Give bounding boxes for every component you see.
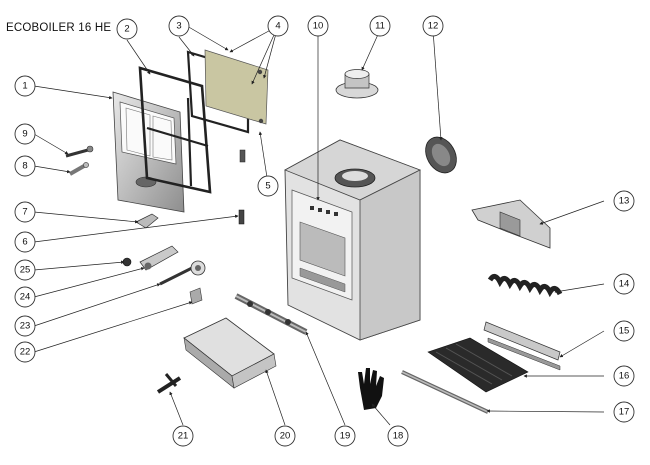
glass-clip-part <box>239 149 246 163</box>
svg-text:16: 16 <box>619 371 630 382</box>
svg-text:12: 12 <box>428 21 439 32</box>
svg-text:3: 3 <box>176 21 181 32</box>
callout-12: 12 <box>422 15 444 37</box>
handle-part <box>65 145 94 176</box>
callout-20: 20 <box>274 425 296 447</box>
svg-text:11: 11 <box>375 21 385 32</box>
callout-4: 4 <box>267 15 289 37</box>
blanking-plate-part <box>425 136 457 174</box>
svg-text:24: 24 <box>20 292 31 303</box>
callouts: 1 2 3 4 5 6 7 8 9 10 11 12 13 14 15 16 1… <box>14 15 635 447</box>
svg-text:22: 22 <box>20 347 31 358</box>
knob-part <box>122 257 132 267</box>
grate-coil-part <box>487 274 563 298</box>
callout-3: 3 <box>168 15 190 37</box>
svg-text:4: 4 <box>275 21 280 32</box>
svg-text:1: 1 <box>22 81 27 92</box>
callout-21: 21 <box>172 425 194 447</box>
callout-23: 23 <box>14 315 36 337</box>
svg-text:8: 8 <box>22 161 27 172</box>
ash-pan-tool-part <box>156 373 182 394</box>
callout-25: 25 <box>14 259 36 281</box>
svg-text:5: 5 <box>265 181 270 192</box>
svg-text:25: 25 <box>20 265 31 276</box>
ash-pan-part <box>183 317 277 389</box>
riddling-bar-part <box>401 370 489 414</box>
callout-17: 17 <box>613 401 635 423</box>
callout-10: 10 <box>307 15 329 37</box>
clip-part <box>189 287 203 305</box>
svg-text:2: 2 <box>124 24 129 35</box>
callout-1: 1 <box>14 75 36 97</box>
callout-5: 5 <box>257 175 279 197</box>
svg-text:14: 14 <box>619 279 630 290</box>
flue-collar-part <box>335 69 379 99</box>
svg-text:17: 17 <box>619 407 630 418</box>
callout-13: 13 <box>613 190 635 212</box>
callout-19: 19 <box>334 425 356 447</box>
callout-15: 15 <box>613 320 635 342</box>
svg-text:6: 6 <box>22 237 27 248</box>
grate-rail-part <box>483 321 561 371</box>
svg-text:7: 7 <box>22 207 27 218</box>
callout-7: 7 <box>14 201 36 223</box>
air-control-part <box>159 260 206 286</box>
callout-2: 2 <box>116 18 138 40</box>
callout-22: 22 <box>14 341 36 363</box>
svg-text:18: 18 <box>393 431 404 442</box>
svg-text:9: 9 <box>22 129 27 140</box>
svg-text:23: 23 <box>20 321 31 332</box>
callout-11: 11 <box>369 15 391 37</box>
svg-text:20: 20 <box>280 431 291 442</box>
callout-24: 24 <box>14 286 36 308</box>
door-part <box>112 91 185 213</box>
callout-18: 18 <box>387 425 409 447</box>
door-gasket-part <box>138 66 212 194</box>
svg-text:21: 21 <box>178 431 189 442</box>
air-slide-part <box>139 245 179 271</box>
glass-panel-part <box>204 49 269 125</box>
svg-text:19: 19 <box>340 431 351 442</box>
svg-text:13: 13 <box>619 196 630 207</box>
glove-part <box>358 368 384 410</box>
callout-6: 6 <box>14 231 36 253</box>
svg-text:15: 15 <box>619 326 630 337</box>
grate-bar-part <box>234 293 308 335</box>
stove-body-part <box>284 139 421 341</box>
pin-part <box>238 209 245 225</box>
callout-16: 16 <box>613 365 635 387</box>
latch-part <box>135 213 159 229</box>
diagram-title: ECOBOILER 16 HE <box>6 22 112 34</box>
baffle-bracket-part <box>471 199 551 249</box>
svg-text:10: 10 <box>313 21 324 32</box>
callout-9: 9 <box>14 123 36 145</box>
callout-8: 8 <box>14 155 36 177</box>
callout-14: 14 <box>613 273 635 295</box>
grate-bars-part <box>427 337 529 393</box>
